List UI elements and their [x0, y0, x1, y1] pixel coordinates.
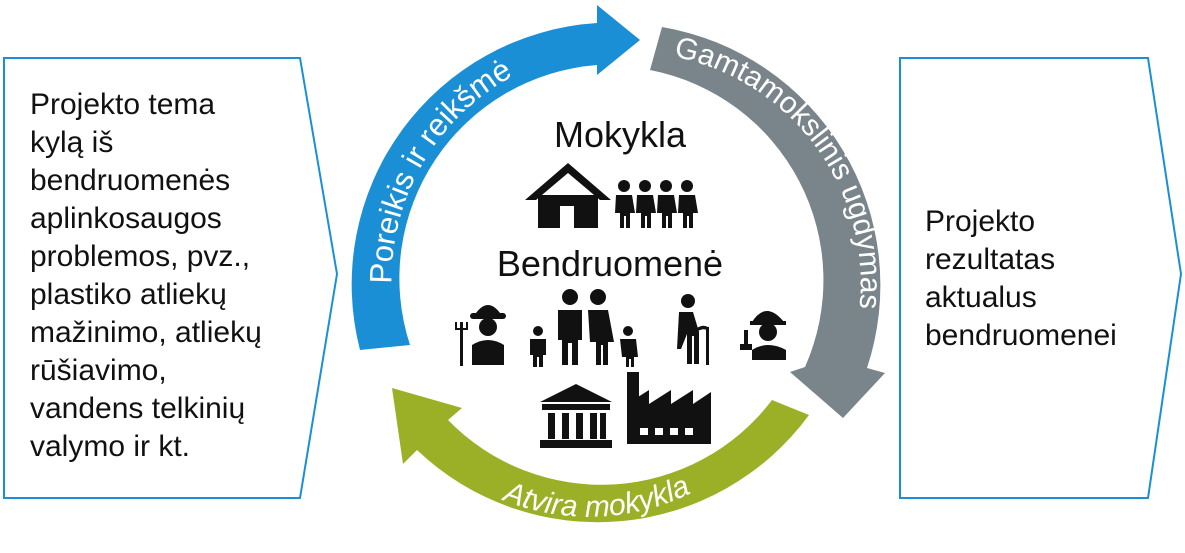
right-box-text-line: bendruomenei — [925, 319, 1117, 352]
institution-icon — [540, 384, 612, 448]
school-title: Mokykla — [553, 114, 687, 155]
family-icon — [530, 289, 638, 367]
arrow-science-education — [650, 27, 885, 418]
elderly-icon — [677, 294, 709, 365]
right-box-text-line: rezultatas — [925, 243, 1056, 276]
left-box-text: Projekto tema kylą iš bendruomenės aplinkos… — [30, 86, 320, 466]
left-box-text-line: kylą iš — [30, 126, 114, 159]
left-chevron-box — [3, 57, 339, 499]
farmer-icon — [455, 305, 506, 366]
left-box-text-line: aplinkosaugos — [30, 202, 222, 235]
arrow-need-and-value — [351, 5, 640, 350]
community-title: Bendruomenė — [496, 243, 724, 284]
left-box-text-line: valymo ir kt. — [30, 430, 191, 463]
right-box-text: Projekto rezultatas aktualus bendruomenei — [925, 203, 1145, 355]
left-box-text-line: bendruomenės — [30, 164, 231, 197]
left-box-text-line: plastiko atliekų — [30, 278, 227, 311]
right-box-text-line: Projekto — [925, 205, 1036, 238]
left-box-text-line: Projekto tema — [30, 88, 216, 121]
factory-icon — [627, 372, 711, 444]
right-box-text-line: aktualus — [925, 281, 1037, 314]
left-box-text-line: problemos, pvz., — [30, 240, 251, 273]
left-box-text-line: vandens telkinių — [30, 392, 246, 425]
house-icon — [525, 163, 611, 228]
right-chevron-box — [899, 57, 1183, 499]
worker-icon — [740, 311, 786, 360]
children-icon — [615, 180, 698, 228]
left-box-text-line: rūšiavimo, — [30, 354, 167, 387]
left-box-text-line: mažinimo, atliekų — [30, 316, 262, 349]
arrow-open-school — [392, 388, 809, 523]
